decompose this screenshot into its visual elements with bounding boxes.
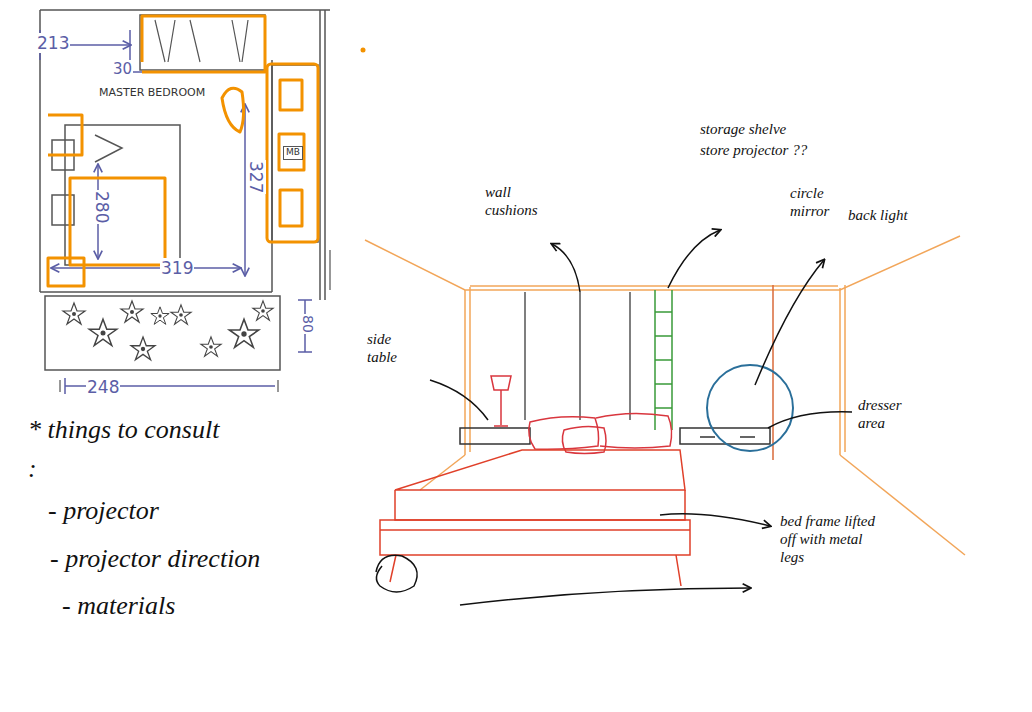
leader-lines <box>460 588 750 605</box>
annotation: dresser area <box>858 396 920 432</box>
bed <box>395 490 685 520</box>
note-item: - projector direction <box>50 543 260 574</box>
balcony-plants <box>63 303 85 324</box>
bed <box>380 520 690 555</box>
bed <box>390 555 681 586</box>
leader-lines <box>430 380 488 420</box>
table-lamp <box>494 390 508 426</box>
headboard-panels <box>525 292 630 420</box>
balcony-plants <box>229 319 258 347</box>
dimension-text: 327 <box>246 160 266 194</box>
floor-plan <box>140 15 265 70</box>
dimension-text: 248 <box>86 377 120 397</box>
balcony-plants <box>131 337 155 360</box>
balcony-plants <box>171 305 191 324</box>
balcony-plants <box>253 301 273 320</box>
dimension-lines <box>52 267 240 269</box>
floor-plan <box>40 10 330 300</box>
note-item: - projector <box>48 495 159 526</box>
dimension-text: 213 <box>36 33 70 53</box>
plan-highlights <box>48 16 318 286</box>
plan-highlights <box>48 115 82 155</box>
leader-lines <box>376 230 852 605</box>
dimension-lines <box>40 30 312 394</box>
side-tables <box>700 436 755 438</box>
plan-highlights <box>222 88 244 132</box>
bed <box>395 450 685 490</box>
annotation: back light <box>848 206 908 224</box>
room-outline <box>465 287 470 455</box>
headboard-panels <box>525 292 630 420</box>
leader-lines <box>660 514 770 526</box>
room-outline <box>420 455 465 490</box>
balcony-plants <box>201 337 221 356</box>
leader-lines <box>376 555 417 592</box>
balcony-plants <box>89 319 117 345</box>
balcony-plants <box>121 301 143 322</box>
room-outline <box>840 285 845 455</box>
floor-plan <box>95 135 122 162</box>
note-heading: * things to consult : <box>28 410 228 488</box>
floor-plan <box>155 20 248 62</box>
note-item: - materials <box>62 590 175 621</box>
dimension-text: 280 <box>92 190 112 224</box>
plan-highlights <box>70 178 165 265</box>
side-tables <box>680 428 770 444</box>
leader-lines <box>768 412 852 428</box>
annotation: circle mirror <box>790 184 846 220</box>
annotation: storage shelve <box>700 120 786 138</box>
plan-highlights <box>142 16 265 72</box>
side-tables <box>460 428 530 444</box>
dimension-text: 319 <box>160 258 194 278</box>
plan-highlights <box>279 134 304 170</box>
annotation: side table <box>367 330 419 366</box>
leader-lines <box>552 244 580 292</box>
leader-lines <box>755 260 824 385</box>
floor-plan <box>272 65 318 242</box>
round-mirror <box>707 365 793 451</box>
balcony-plants <box>63 301 273 360</box>
plan-highlights <box>267 64 318 242</box>
table-lamp <box>491 376 511 426</box>
floor-plan <box>45 296 280 370</box>
room-outline <box>365 236 965 555</box>
plan-highlights <box>280 80 302 110</box>
room-outline <box>365 236 960 290</box>
room-outline <box>470 285 838 287</box>
table-lamp <box>491 376 511 390</box>
annotation: store projector ?? <box>700 141 807 159</box>
pillows <box>596 413 672 448</box>
plan-highlights <box>280 190 302 226</box>
storage-shelf <box>655 312 672 408</box>
storage-shelf <box>655 290 672 430</box>
pillows <box>529 413 672 453</box>
room-name: MASTER BEDROOM <box>98 86 206 99</box>
box-label: MB <box>286 148 300 158</box>
storage-shelf <box>655 290 672 430</box>
annotation: wall cushions <box>485 183 551 219</box>
balcony-plants <box>151 307 169 325</box>
ink-dot <box>361 48 366 53</box>
leader-lines <box>668 230 720 288</box>
dimension-text: 30 <box>112 60 133 78</box>
dimension-text: 80 <box>299 314 316 334</box>
floor-plan <box>40 10 330 392</box>
wardrobe-tag-box: MB <box>283 146 303 160</box>
bed <box>380 450 690 586</box>
annotation: bed frame lifted off with metal legs <box>780 512 880 566</box>
floor-plan <box>60 250 330 392</box>
plan-highlights <box>48 258 84 286</box>
